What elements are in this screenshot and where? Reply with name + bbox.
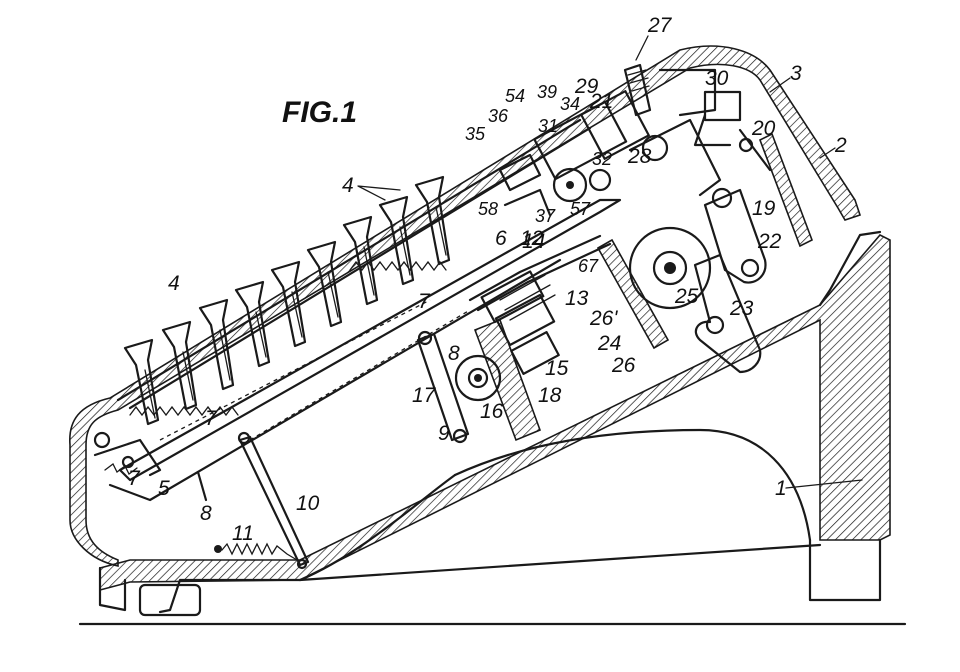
label-5: 5 bbox=[158, 477, 170, 500]
label-23: 23 bbox=[729, 297, 754, 320]
label-7b: 7 bbox=[205, 407, 218, 430]
register-mechanism bbox=[498, 63, 722, 217]
label-67: 67 bbox=[578, 256, 599, 276]
label-34: 34 bbox=[560, 94, 580, 114]
label-18: 18 bbox=[538, 384, 562, 407]
base-frame bbox=[98, 230, 891, 617]
key-lever-2 bbox=[161, 320, 198, 411]
label-28: 28 bbox=[627, 145, 652, 168]
spring-rack bbox=[129, 260, 447, 441]
label-36: 36 bbox=[488, 106, 509, 126]
inner-frame bbox=[108, 118, 622, 502]
label-8b: 8 bbox=[200, 502, 212, 525]
gear-rack bbox=[473, 318, 542, 442]
return-spring bbox=[214, 542, 298, 561]
label-11: 11 bbox=[232, 522, 254, 545]
rear-shaft bbox=[693, 90, 814, 248]
swing-arm bbox=[693, 253, 762, 374]
label-24: 24 bbox=[597, 332, 621, 355]
label-25: 25 bbox=[674, 285, 699, 308]
key-lever-7 bbox=[342, 215, 379, 306]
connecting-link bbox=[237, 431, 310, 570]
label-19: 19 bbox=[752, 197, 776, 220]
key-lever-1 bbox=[123, 338, 160, 426]
key-lever-4 bbox=[234, 280, 271, 368]
counter-mechanism bbox=[468, 234, 612, 375]
label-16: 16 bbox=[480, 400, 504, 423]
label-31: 31 bbox=[538, 116, 558, 136]
key-levers bbox=[123, 175, 451, 426]
label-37: 37 bbox=[535, 206, 556, 226]
label-27: 27 bbox=[647, 14, 673, 37]
key-lever-3 bbox=[198, 298, 235, 391]
label-8a: 8 bbox=[448, 342, 460, 365]
stop-pin bbox=[196, 470, 208, 502]
lever-nine bbox=[416, 330, 470, 444]
main-cam bbox=[628, 226, 712, 310]
label-30: 30 bbox=[705, 67, 729, 90]
label-15: 15 bbox=[545, 357, 569, 380]
label-3: 3 bbox=[790, 62, 802, 85]
label-21: 21 bbox=[589, 90, 613, 113]
label-1: 1 bbox=[775, 477, 787, 500]
label-7a: 7 bbox=[128, 467, 141, 490]
label-7c: 7 bbox=[418, 290, 431, 313]
label-17: 17 bbox=[412, 384, 437, 407]
crank-arm bbox=[703, 187, 767, 284]
label-39: 39 bbox=[537, 82, 557, 102]
label-4b: 4 bbox=[342, 174, 354, 197]
label-54: 54 bbox=[505, 86, 525, 106]
label-13: 13 bbox=[565, 287, 589, 310]
label-6: 6 bbox=[495, 227, 507, 250]
pivot-mechanism bbox=[93, 431, 162, 477]
figure-title: FIG.1 bbox=[282, 96, 357, 129]
machine-casing bbox=[69, 45, 862, 567]
label-26-prime: 26' bbox=[589, 307, 618, 330]
label-4a: 4 bbox=[168, 272, 180, 295]
key-lever-5 bbox=[270, 260, 307, 348]
label-14: 14 bbox=[522, 230, 545, 253]
label-58: 58 bbox=[478, 199, 498, 219]
label-20: 20 bbox=[751, 117, 776, 140]
label-10: 10 bbox=[296, 492, 320, 515]
label-2: 2 bbox=[834, 134, 847, 157]
key-lever-6 bbox=[306, 240, 343, 328]
label-9: 9 bbox=[438, 422, 450, 445]
label-57: 57 bbox=[570, 199, 591, 219]
key-lever-9 bbox=[414, 175, 451, 266]
vertical-plate bbox=[596, 238, 670, 350]
label-26: 26 bbox=[611, 354, 636, 377]
label-22: 22 bbox=[757, 230, 782, 253]
label-29: 29 bbox=[574, 75, 599, 98]
reference-labels: 1 2 3 4 4 5 6 7 7 7 8 8 9 10 11 12 13 14… bbox=[128, 14, 863, 545]
label-32: 32 bbox=[592, 149, 612, 169]
label-12: 12 bbox=[520, 227, 544, 250]
label-35: 35 bbox=[465, 124, 486, 144]
